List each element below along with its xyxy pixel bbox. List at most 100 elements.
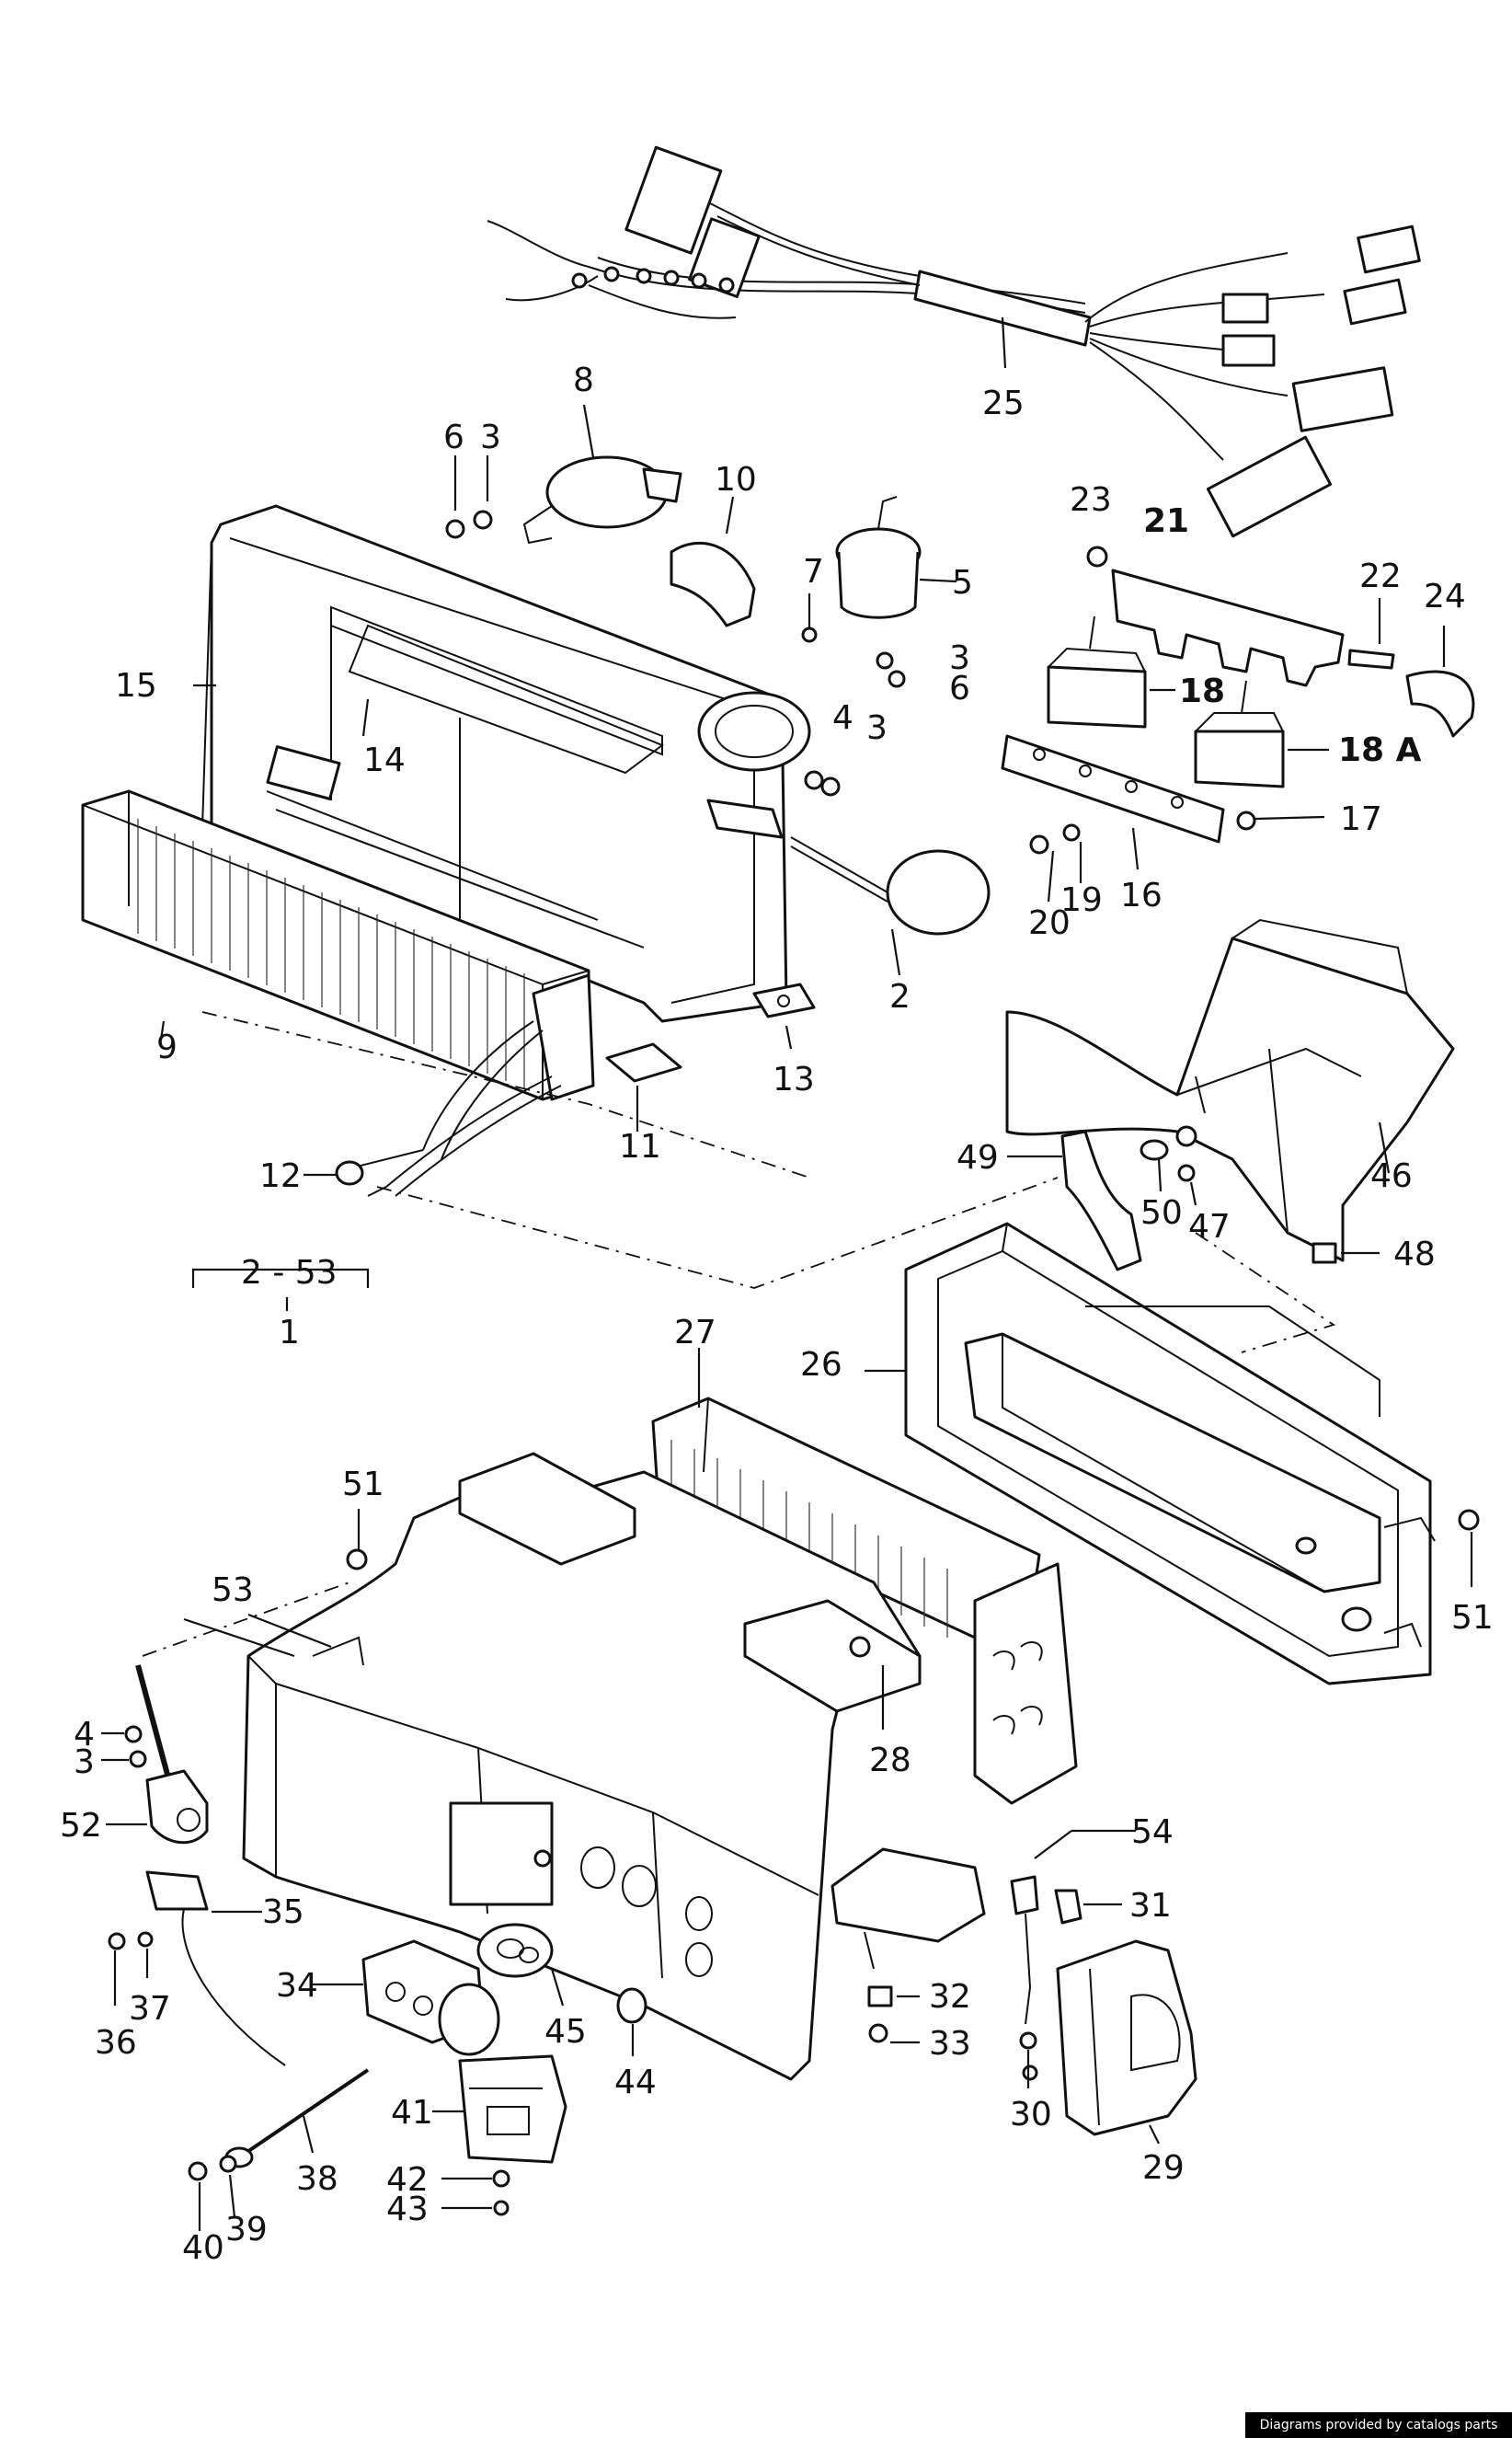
label-12: 12	[259, 1157, 302, 1195]
housing-46	[1005, 918, 1455, 1262]
lower-housing	[242, 1452, 922, 2081]
control-unit-29	[1022, 1939, 1197, 2145]
washer-51-left	[247, 1509, 368, 1666]
fitting-54	[1010, 1829, 1136, 2088]
label-11: 11	[619, 1128, 661, 1166]
label-35: 35	[262, 1893, 304, 1931]
vacuum-unit-5	[835, 496, 957, 619]
label-8: 8	[573, 362, 594, 399]
frame-26	[904, 1222, 1436, 1685]
label-16: 16	[1120, 877, 1163, 914]
label-14: 14	[363, 742, 406, 779]
clip-11	[605, 1042, 682, 1132]
screw-20-washer-19	[1029, 823, 1082, 903]
label-21: 21	[1143, 502, 1189, 540]
label-1: 1	[279, 1314, 300, 1351]
heater-core-27	[651, 1348, 1078, 1805]
rod-38	[188, 2068, 370, 2231]
label-3c: 3	[866, 709, 888, 747]
nut-13	[752, 983, 816, 1018]
label-51a: 51	[342, 1466, 384, 1503]
label-15: 15	[115, 667, 157, 705]
relay-41	[432, 2054, 567, 2216]
label-6b: 6	[949, 670, 970, 707]
switch-18	[1047, 615, 1175, 729]
label-42: 42	[386, 2161, 429, 2199]
label-24: 24	[1424, 578, 1466, 615]
washers-upper	[445, 455, 906, 797]
bracket-32	[830, 1847, 986, 2044]
label-50: 50	[1140, 1194, 1183, 1232]
label-41: 41	[391, 2094, 433, 2132]
label-3d: 3	[74, 1743, 95, 1781]
label-33: 33	[929, 2025, 971, 2063]
hose-49	[1007, 1130, 1142, 1271]
label-4a: 4	[832, 699, 853, 737]
label-47: 47	[1188, 1208, 1231, 1246]
label-20: 20	[1028, 904, 1071, 942]
label-46: 46	[1370, 1157, 1413, 1195]
switch-18a	[1194, 680, 1329, 788]
label-32: 32	[929, 1978, 971, 2016]
label-28: 28	[869, 1742, 911, 1779]
label-48: 48	[1393, 1236, 1436, 1273]
label-43: 43	[386, 2191, 429, 2228]
label-52: 52	[60, 1807, 102, 1845]
o-ring-12	[304, 1160, 364, 1186]
label-18: 18	[1179, 673, 1225, 710]
label-2: 2	[889, 978, 911, 1016]
seal-45	[476, 1923, 565, 2007]
lever-52	[101, 1664, 209, 1845]
label-39: 39	[225, 2211, 268, 2248]
label-17: 17	[1340, 800, 1382, 838]
label-34: 34	[276, 1967, 318, 2005]
label-51b: 51	[1451, 1599, 1494, 1637]
label-30: 30	[1010, 2096, 1052, 2133]
label-45: 45	[544, 2013, 587, 2051]
label-19: 19	[1060, 881, 1103, 919]
ring-44	[616, 1987, 647, 2056]
label-6a: 6	[443, 419, 464, 456]
label-22: 22	[1359, 558, 1402, 595]
evaporator	[81, 789, 595, 1197]
label-38: 38	[296, 2160, 338, 2198]
credit-footer: Diagrams provided by catalogs parts	[1245, 2412, 1512, 2438]
label-36: 36	[95, 2024, 137, 2062]
clamp-50-nut-47	[1140, 1139, 1197, 1206]
switch-35	[108, 1870, 286, 2066]
servo-motor-2	[706, 799, 991, 976]
clip-31	[1054, 1889, 1122, 1925]
label-13: 13	[773, 1061, 815, 1098]
label-25: 25	[982, 385, 1025, 422]
label-5: 5	[952, 564, 973, 602]
elbow-10	[670, 496, 756, 627]
valve-8	[522, 404, 682, 545]
label-23: 23	[1070, 481, 1112, 519]
screw-17	[1236, 811, 1325, 831]
label-3a: 3	[480, 419, 501, 456]
label-range: 2 - 53	[241, 1254, 338, 1292]
label-3b: 3	[949, 639, 970, 677]
nut-48	[1312, 1242, 1380, 1264]
label-26: 26	[800, 1346, 842, 1384]
label-44: 44	[614, 2064, 657, 2101]
label-7: 7	[803, 553, 824, 591]
hose-24	[1405, 626, 1475, 738]
label-31: 31	[1129, 1887, 1172, 1925]
label-10: 10	[715, 461, 757, 499]
range-bracket	[191, 1268, 370, 1311]
label-9: 9	[156, 1029, 178, 1066]
label-29: 29	[1142, 2149, 1185, 2187]
part-number-labels: 25 8 6 3 10 23 21 22 24 7 5 15 3 6 18 4 …	[60, 362, 1494, 2267]
mounting-plate-16	[1001, 734, 1225, 870]
label-37: 37	[129, 1990, 171, 2028]
label-27: 27	[674, 1314, 716, 1351]
expansion-valve-34	[313, 1939, 500, 2056]
wiring-harness	[487, 145, 1421, 538]
plug-22	[1347, 598, 1395, 670]
label-4b: 4	[74, 1716, 95, 1754]
label-54: 54	[1131, 1813, 1174, 1851]
cable-holder-21	[1086, 546, 1345, 687]
label-49: 49	[956, 1139, 999, 1177]
